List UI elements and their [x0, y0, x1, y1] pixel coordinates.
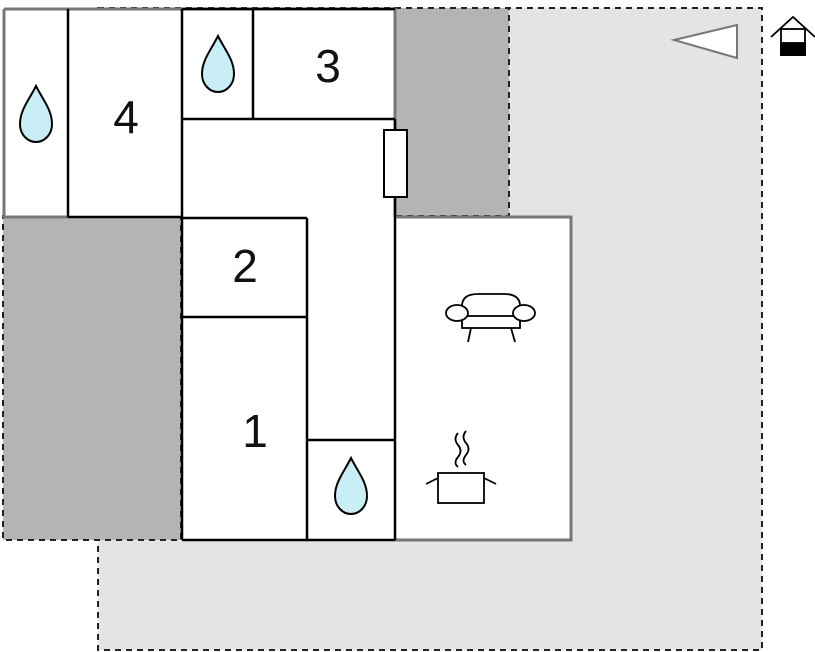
room-label-2: 2	[232, 240, 258, 292]
window-element	[383, 129, 408, 198]
terrace-area-left	[2, 215, 182, 541]
room-label-3: 3	[315, 40, 341, 92]
room-label-4: 4	[113, 91, 139, 143]
room-label-1: 1	[242, 405, 268, 457]
water-drop-icon	[333, 455, 369, 516]
sofa-icon	[445, 293, 536, 343]
terrace-area-top	[394, 7, 510, 217]
water-drop-icon	[18, 83, 54, 144]
water-drop-icon	[200, 33, 236, 94]
cooking-pot-icon	[425, 430, 497, 504]
house-level-icon	[770, 15, 815, 56]
compass-arrow-icon	[670, 23, 738, 60]
